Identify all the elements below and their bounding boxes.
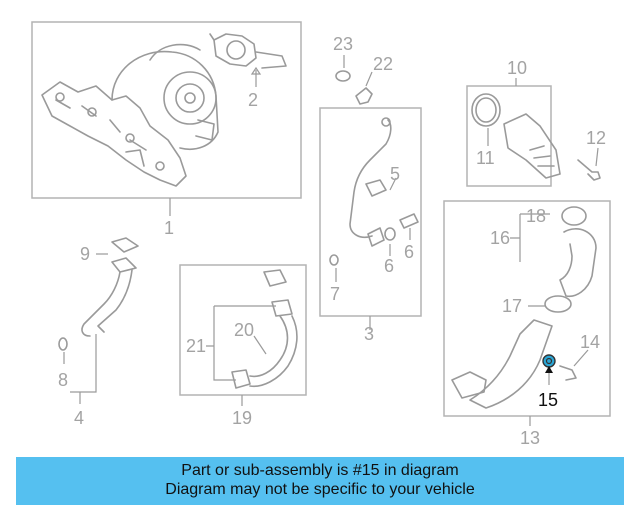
parts-diagram: 2 1 23 22 5 6 6 7 3 10 11 12 (31, 21, 611, 448)
callout-13: 13 (520, 428, 540, 448)
callout-21: 21 (186, 336, 206, 356)
banner-line-part: Part or sub-assembly is #15 in diagram (181, 462, 459, 479)
callout-16: 16 (490, 228, 510, 248)
callout-19: 19 (232, 408, 252, 428)
callout-12: 12 (586, 128, 606, 148)
callout-2: 2 (248, 90, 258, 110)
group-frame-turbocharger (31, 21, 302, 199)
callout-15: 15 (538, 390, 558, 410)
banner-line-disclaimer: Diagram may not be specific to your vehi… (165, 481, 475, 498)
clip-drawing (335, 70, 373, 105)
info-banner: Part or sub-assembly is #15 in diagram D… (16, 457, 624, 505)
callout-22: 22 (373, 54, 393, 74)
hose-drawing (231, 269, 298, 389)
charge-pipe-drawing (451, 206, 597, 409)
callout-1: 1 (164, 218, 174, 238)
callout-20: 20 (234, 320, 254, 340)
callout-9: 9 (80, 244, 90, 264)
callout-14: 14 (580, 332, 600, 352)
highlighted-part-15 (542, 354, 556, 368)
callout-10: 10 (507, 58, 527, 78)
callout-23: 23 (333, 34, 353, 54)
callout-11: 11 (476, 148, 495, 168)
callout-6a: 6 (384, 256, 394, 276)
group-frame-air-inlet (466, 85, 552, 187)
callout-3: 3 (364, 324, 374, 344)
callout-8: 8 (58, 370, 68, 390)
callout-7: 4 (74, 408, 84, 428)
actuator-drawing (209, 33, 287, 69)
group-frame-hose (179, 264, 307, 396)
oil-line-drawing (329, 117, 419, 266)
callout-5: 6 (404, 242, 414, 262)
callout-4: 5 (390, 164, 400, 184)
air-inlet-drawing (471, 93, 601, 181)
group-frame-charge-pipe (443, 200, 611, 417)
callout-6b: 7 (330, 284, 340, 304)
callout-17: 17 (502, 296, 522, 316)
return-line-drawing (58, 237, 139, 351)
callout-18: 18 (526, 206, 546, 226)
turbocharger-drawing (41, 43, 219, 187)
